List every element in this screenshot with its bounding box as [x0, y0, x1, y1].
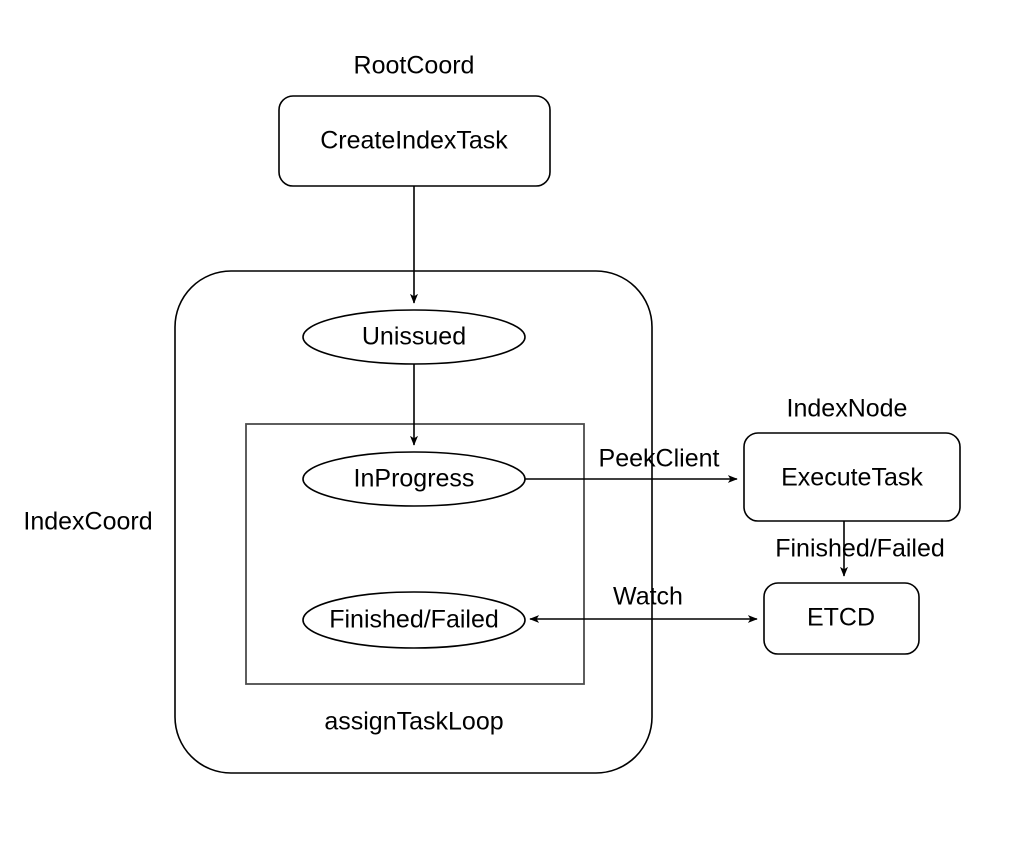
group-index-coord-label: IndexCoord [23, 508, 152, 536]
node-unissued-label: Unissued [362, 323, 466, 351]
edge-label-watch: Watch [613, 583, 683, 611]
node-unissued[interactable] [302, 309, 526, 365]
node-in-progress-label: InProgress [354, 465, 475, 493]
group-assign-task-loop-label: assignTaskLoop [324, 708, 503, 736]
edge-label-finished-failed: Finished/Failed [775, 535, 945, 563]
node-etcd-label: ETCD [807, 604, 875, 632]
node-finished-failed[interactable] [302, 591, 526, 649]
node-create-index-task-label: CreateIndexTask [320, 127, 508, 155]
node-in-progress[interactable] [302, 451, 526, 507]
node-finished-failed-label: Finished/Failed [329, 606, 499, 634]
node-etcd[interactable] [763, 582, 920, 655]
group-index-node-label: IndexNode [787, 395, 908, 423]
node-execute-task[interactable] [743, 432, 961, 522]
group-root-coord-label: RootCoord [354, 52, 475, 80]
group-assign-task-loop-box [245, 423, 585, 685]
node-create-index-task[interactable] [278, 95, 551, 187]
node-execute-task-label: ExecuteTask [781, 464, 923, 492]
edge-label-peek-client: PeekClient [599, 445, 720, 473]
